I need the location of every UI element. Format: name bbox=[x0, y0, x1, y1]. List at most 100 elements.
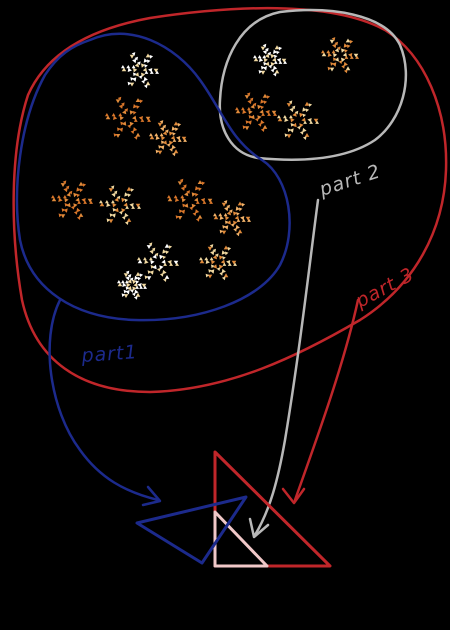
fractal-triangle bbox=[64, 203, 69, 207]
fractal-triangle bbox=[219, 255, 224, 260]
fractal-triangle bbox=[219, 229, 224, 234]
fractal-triangle bbox=[141, 283, 147, 288]
fractal-triangle bbox=[307, 118, 312, 123]
fractal-triangle bbox=[226, 220, 231, 225]
fractal-triangle bbox=[268, 64, 272, 69]
fractal-triangle bbox=[341, 64, 345, 69]
fractal-triangle bbox=[223, 200, 228, 204]
fractal-triangle bbox=[108, 219, 114, 224]
fractal-triangle bbox=[137, 257, 141, 261]
fractal-triangle bbox=[172, 138, 177, 142]
fractal-triangle bbox=[73, 192, 78, 198]
fractal-triangle bbox=[130, 188, 135, 192]
fractal-triangle bbox=[288, 100, 293, 105]
fractal-triangle bbox=[76, 216, 81, 220]
fractal-triangle bbox=[142, 67, 147, 72]
fractal-triangle bbox=[230, 223, 235, 227]
fractal-triangle bbox=[150, 265, 155, 269]
fractal-triangle bbox=[302, 107, 307, 112]
fractal-triangle bbox=[321, 52, 327, 57]
fractal-triangle bbox=[149, 54, 154, 59]
fractal-triangle bbox=[115, 99, 121, 104]
fractal-triangle bbox=[235, 206, 240, 211]
fractal-triangle bbox=[127, 286, 132, 291]
fractal-triangle bbox=[111, 113, 116, 117]
fractal-triangle bbox=[263, 100, 268, 105]
fractal-triangle bbox=[130, 77, 134, 81]
fractal-triangle bbox=[79, 188, 84, 193]
fractal-triangle bbox=[277, 117, 283, 122]
fractal-triangle bbox=[321, 50, 325, 54]
fractal-triangle bbox=[122, 282, 127, 287]
fractal-triangle bbox=[299, 131, 304, 135]
fractal-triangle bbox=[302, 113, 307, 118]
fractal-triangle bbox=[223, 245, 229, 250]
fractal-triangle bbox=[171, 152, 176, 157]
fractal-clusters bbox=[51, 37, 359, 300]
fractal-triangle bbox=[195, 218, 200, 222]
fractal-triangle bbox=[176, 136, 181, 141]
fractal-triangle bbox=[294, 110, 299, 115]
fractal-triangle bbox=[112, 203, 117, 208]
fractal-triangle bbox=[164, 275, 170, 279]
fractal-triangle bbox=[162, 124, 166, 129]
fractal-triangle bbox=[147, 118, 151, 122]
fractal-triangle bbox=[286, 103, 292, 107]
fractal-triangle bbox=[123, 289, 128, 294]
fractal-triangle bbox=[125, 280, 129, 284]
fractal-triangle bbox=[127, 274, 132, 278]
fractal-triangle bbox=[111, 192, 116, 198]
fractal-triangle bbox=[162, 255, 167, 260]
fractal-triangle bbox=[152, 254, 157, 259]
fractal-triangle bbox=[172, 132, 176, 136]
fractal-triangle bbox=[132, 58, 137, 64]
fractal-triangle bbox=[117, 282, 123, 287]
fractal-triangle bbox=[131, 205, 135, 209]
fractal-triangle bbox=[283, 115, 287, 119]
fractal-triangle bbox=[303, 120, 307, 124]
fractal-triangle bbox=[149, 257, 153, 261]
fractal-triangle bbox=[241, 107, 245, 111]
fractal-triangle bbox=[181, 198, 186, 203]
fractal-triangle bbox=[132, 115, 137, 120]
fractal-triangle bbox=[277, 115, 281, 119]
fractal-triangle bbox=[132, 77, 137, 82]
fractal-triangle bbox=[127, 81, 132, 86]
fractal-triangle bbox=[267, 51, 271, 56]
fractal-triangle bbox=[105, 200, 109, 204]
fractal-triangle bbox=[250, 114, 255, 120]
fractal-triangle bbox=[117, 96, 122, 101]
fractal-triangle bbox=[241, 218, 246, 222]
fractal-triangle bbox=[296, 125, 301, 130]
fractal-triangle bbox=[143, 58, 148, 63]
fractal-triangle bbox=[164, 243, 170, 248]
fractal-triangle bbox=[260, 70, 266, 75]
fractal-triangle bbox=[121, 293, 126, 297]
fractal-triangle bbox=[204, 257, 209, 261]
fractal-triangle bbox=[66, 202, 71, 208]
fractal-triangle bbox=[273, 54, 278, 59]
fractal-triangle bbox=[81, 198, 86, 203]
fractal-triangle bbox=[124, 108, 128, 112]
fractal-triangle bbox=[263, 61, 267, 66]
fractal-triangle bbox=[126, 218, 132, 222]
fractal-triangle bbox=[170, 135, 175, 140]
fractal-triangle bbox=[127, 279, 132, 284]
fractal-triangle bbox=[129, 110, 134, 115]
fractal-triangle bbox=[51, 195, 55, 199]
fractal-triangle bbox=[245, 120, 250, 124]
fractal-triangle bbox=[261, 112, 265, 116]
fractal-triangle bbox=[78, 181, 84, 186]
fractal-triangle bbox=[65, 185, 70, 190]
fractal-triangle bbox=[337, 46, 341, 51]
fractal-triangle bbox=[224, 251, 229, 256]
fractal-triangle bbox=[346, 44, 351, 49]
fractal-triangle bbox=[135, 98, 141, 102]
fractal-triangle bbox=[139, 273, 144, 278]
fractal-triangle bbox=[134, 56, 138, 61]
fractal-triangle bbox=[133, 136, 138, 140]
fractal-triangle bbox=[244, 95, 250, 99]
fractal-triangle bbox=[127, 67, 132, 72]
fractal-triangle bbox=[167, 195, 171, 199]
fractal-triangle bbox=[305, 108, 310, 113]
